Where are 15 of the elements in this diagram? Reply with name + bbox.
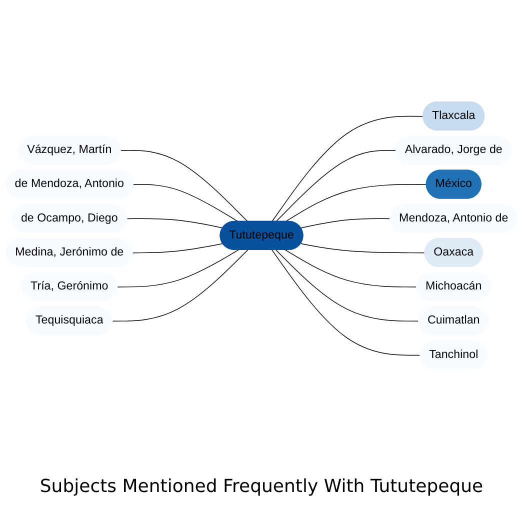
connector	[132, 242, 224, 253]
connector	[272, 249, 421, 356]
connector	[300, 242, 426, 253]
connector	[300, 218, 391, 228]
connector	[285, 184, 427, 222]
connector	[276, 249, 420, 322]
connector	[112, 249, 248, 322]
caption: Subjects Mentioned Frequently With Tututepeque	[40, 475, 484, 499]
connector	[132, 184, 239, 222]
connector	[285, 249, 418, 287]
connector	[276, 150, 397, 222]
connector	[120, 150, 248, 222]
connector	[126, 218, 224, 228]
connector	[117, 249, 239, 287]
connector	[272, 115, 424, 222]
